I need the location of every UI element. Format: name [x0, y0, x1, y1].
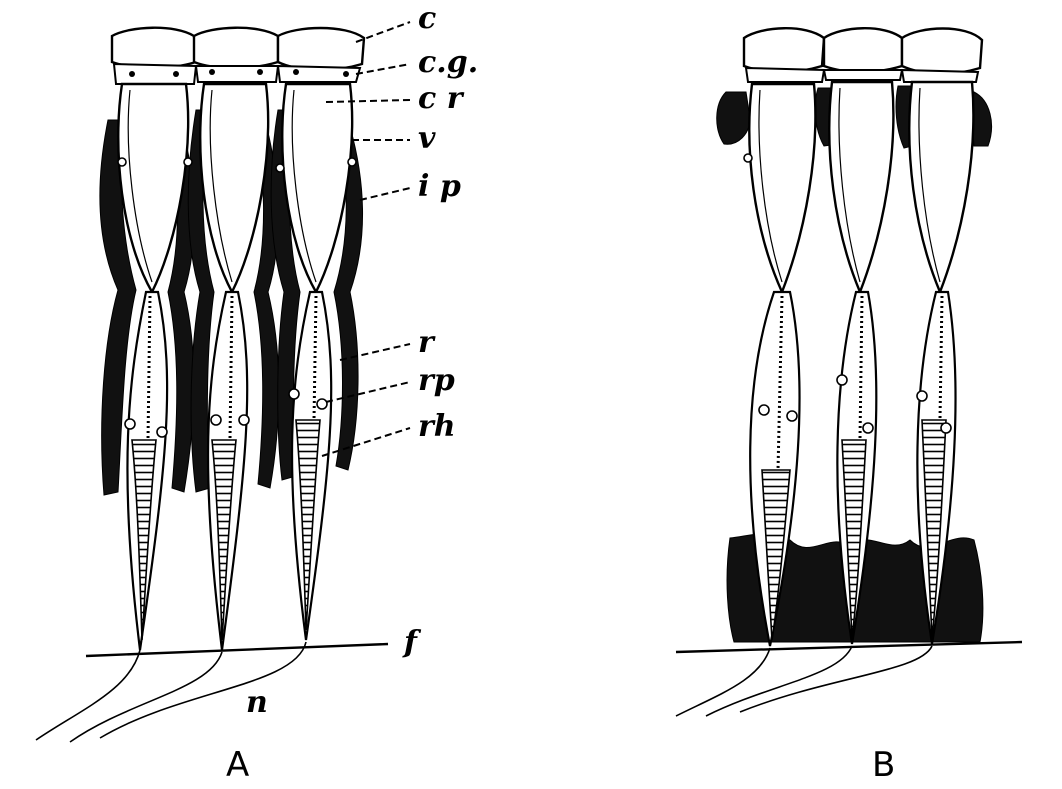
panel-a-drawing: c c.g. c r v i p r rp rh f n A: [35, 1, 478, 785]
panel-b-nerve-fibres: [675, 645, 933, 717]
panel-b-label: B: [872, 745, 895, 785]
label-ip: i p: [418, 169, 461, 204]
panel-b-basement-membrane: [675, 640, 1023, 654]
panel-a-labels: c c.g. c r v i p r rp rh f n: [246, 1, 478, 720]
panel-b-retinulae: [749, 290, 957, 647]
label-rh: rh: [418, 409, 456, 444]
panel-b-drawing: B: [675, 27, 1023, 785]
panel-b-cornea: [742, 27, 984, 83]
panel-a-cornea: [110, 26, 366, 85]
panel-a-leader-lines: [321, 21, 411, 457]
panel-a-label: A: [226, 745, 249, 785]
label-f: f: [402, 625, 422, 660]
label-cg: c.g.: [418, 45, 478, 80]
label-v: v: [418, 121, 436, 156]
panel-a-retinulae: [124, 290, 333, 651]
panel-a-crystalline-cones: [117, 82, 357, 295]
panel-b-crystalline-cones: [743, 80, 975, 296]
label-rp: rp: [418, 363, 455, 398]
label-c: c: [418, 1, 436, 36]
panel-a-basement-membrane: [85, 642, 389, 658]
label-r: r: [418, 325, 436, 360]
panel-a-nerve-fibres: [35, 641, 307, 743]
panel-a-pigment: [99, 109, 363, 496]
label-cr: c r: [418, 81, 465, 116]
label-n: n: [246, 685, 268, 720]
